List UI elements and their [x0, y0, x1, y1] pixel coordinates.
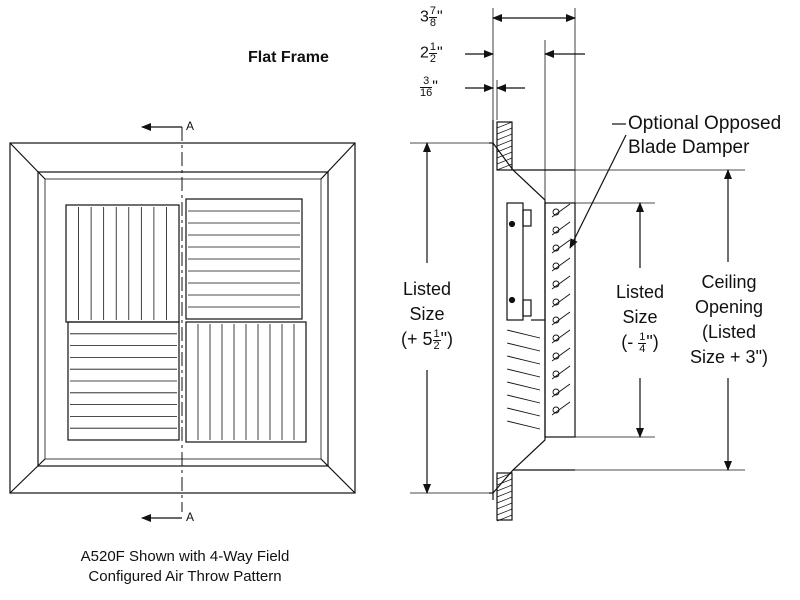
- damper-blade: [551, 203, 571, 218]
- side-blade: [506, 355, 541, 365]
- caption-line-1: A520F Shown with 4-Way Field: [80, 548, 290, 565]
- damper-blade: [551, 293, 571, 308]
- quadrant-bottom-right-vertical-blades: [185, 321, 307, 443]
- panel-hatch: [496, 484, 513, 492]
- damper-blade: [551, 275, 571, 290]
- panel-hatch: [496, 496, 513, 504]
- panel-hatch: [496, 478, 513, 486]
- panel-hatch: [496, 133, 513, 141]
- duct-collar: [544, 202, 576, 438]
- section-marker-bottom: A: [186, 510, 195, 524]
- panel-hatch: [496, 508, 513, 516]
- side-blade: [506, 381, 541, 391]
- damper-blade: [551, 329, 571, 344]
- quadrant-top-left-vertical-blades: [65, 204, 180, 323]
- outer-frame: [9, 142, 356, 494]
- view-title: Flat Frame: [248, 49, 329, 66]
- side-blade: [506, 368, 541, 378]
- caption-line-2: Configured Air Throw Pattern: [88, 568, 282, 585]
- quadrant-bottom-left-horizontal-blades: [67, 321, 180, 441]
- damper-leader: [569, 134, 627, 249]
- damper-blade: [551, 347, 571, 362]
- front-view: [9, 123, 356, 522]
- damper-blade: [551, 221, 571, 236]
- panel-hatch: [496, 157, 513, 165]
- miter-bl: [9, 458, 46, 494]
- panel-hatch: [496, 127, 513, 135]
- panel-hatch: [496, 502, 513, 510]
- side-blade: [506, 394, 541, 404]
- panel-hatch: [496, 490, 513, 498]
- damper-callout: Optional Opposed Blade Damper: [628, 112, 781, 160]
- section-marker-top: A: [186, 119, 195, 133]
- panel-hatch: [496, 151, 513, 159]
- miter-tl: [9, 142, 46, 180]
- opposed-blade-damper: [551, 203, 571, 416]
- panel-hatch: [496, 514, 513, 522]
- damper-blade: [551, 383, 571, 398]
- quadrant-top-right-horizontal-blades: [185, 198, 303, 320]
- side-view: [410, 8, 745, 522]
- side-blade: [506, 329, 541, 339]
- panel-hatch: [496, 121, 513, 129]
- frame-bevel: [44, 178, 322, 460]
- air-throw-blades: [506, 329, 541, 430]
- miter-tr: [320, 142, 356, 180]
- inner-frame: [37, 171, 329, 467]
- miter-br: [320, 458, 356, 494]
- damper-blade: [551, 365, 571, 380]
- damper-callout-line-2: Blade Damper: [628, 137, 750, 158]
- damper-blade: [551, 401, 571, 416]
- damper-blade: [551, 239, 571, 254]
- side-blade: [506, 342, 541, 352]
- caption: A520F Shown with 4-Way Field Configured …: [40, 547, 330, 587]
- ceiling-panel-bottom: [496, 472, 513, 521]
- frame-profile: [492, 142, 546, 494]
- damper-blade: [551, 311, 571, 326]
- core-housing: [506, 202, 524, 321]
- panel-hatch: [496, 139, 513, 147]
- damper-callout-line-1: Optional Opposed: [628, 113, 782, 134]
- side-blade: [506, 420, 541, 430]
- side-blade: [506, 407, 541, 417]
- damper-blade: [551, 257, 571, 272]
- ceiling-opening-label: Ceiling Opening (Listed Size + 3"): [690, 272, 768, 367]
